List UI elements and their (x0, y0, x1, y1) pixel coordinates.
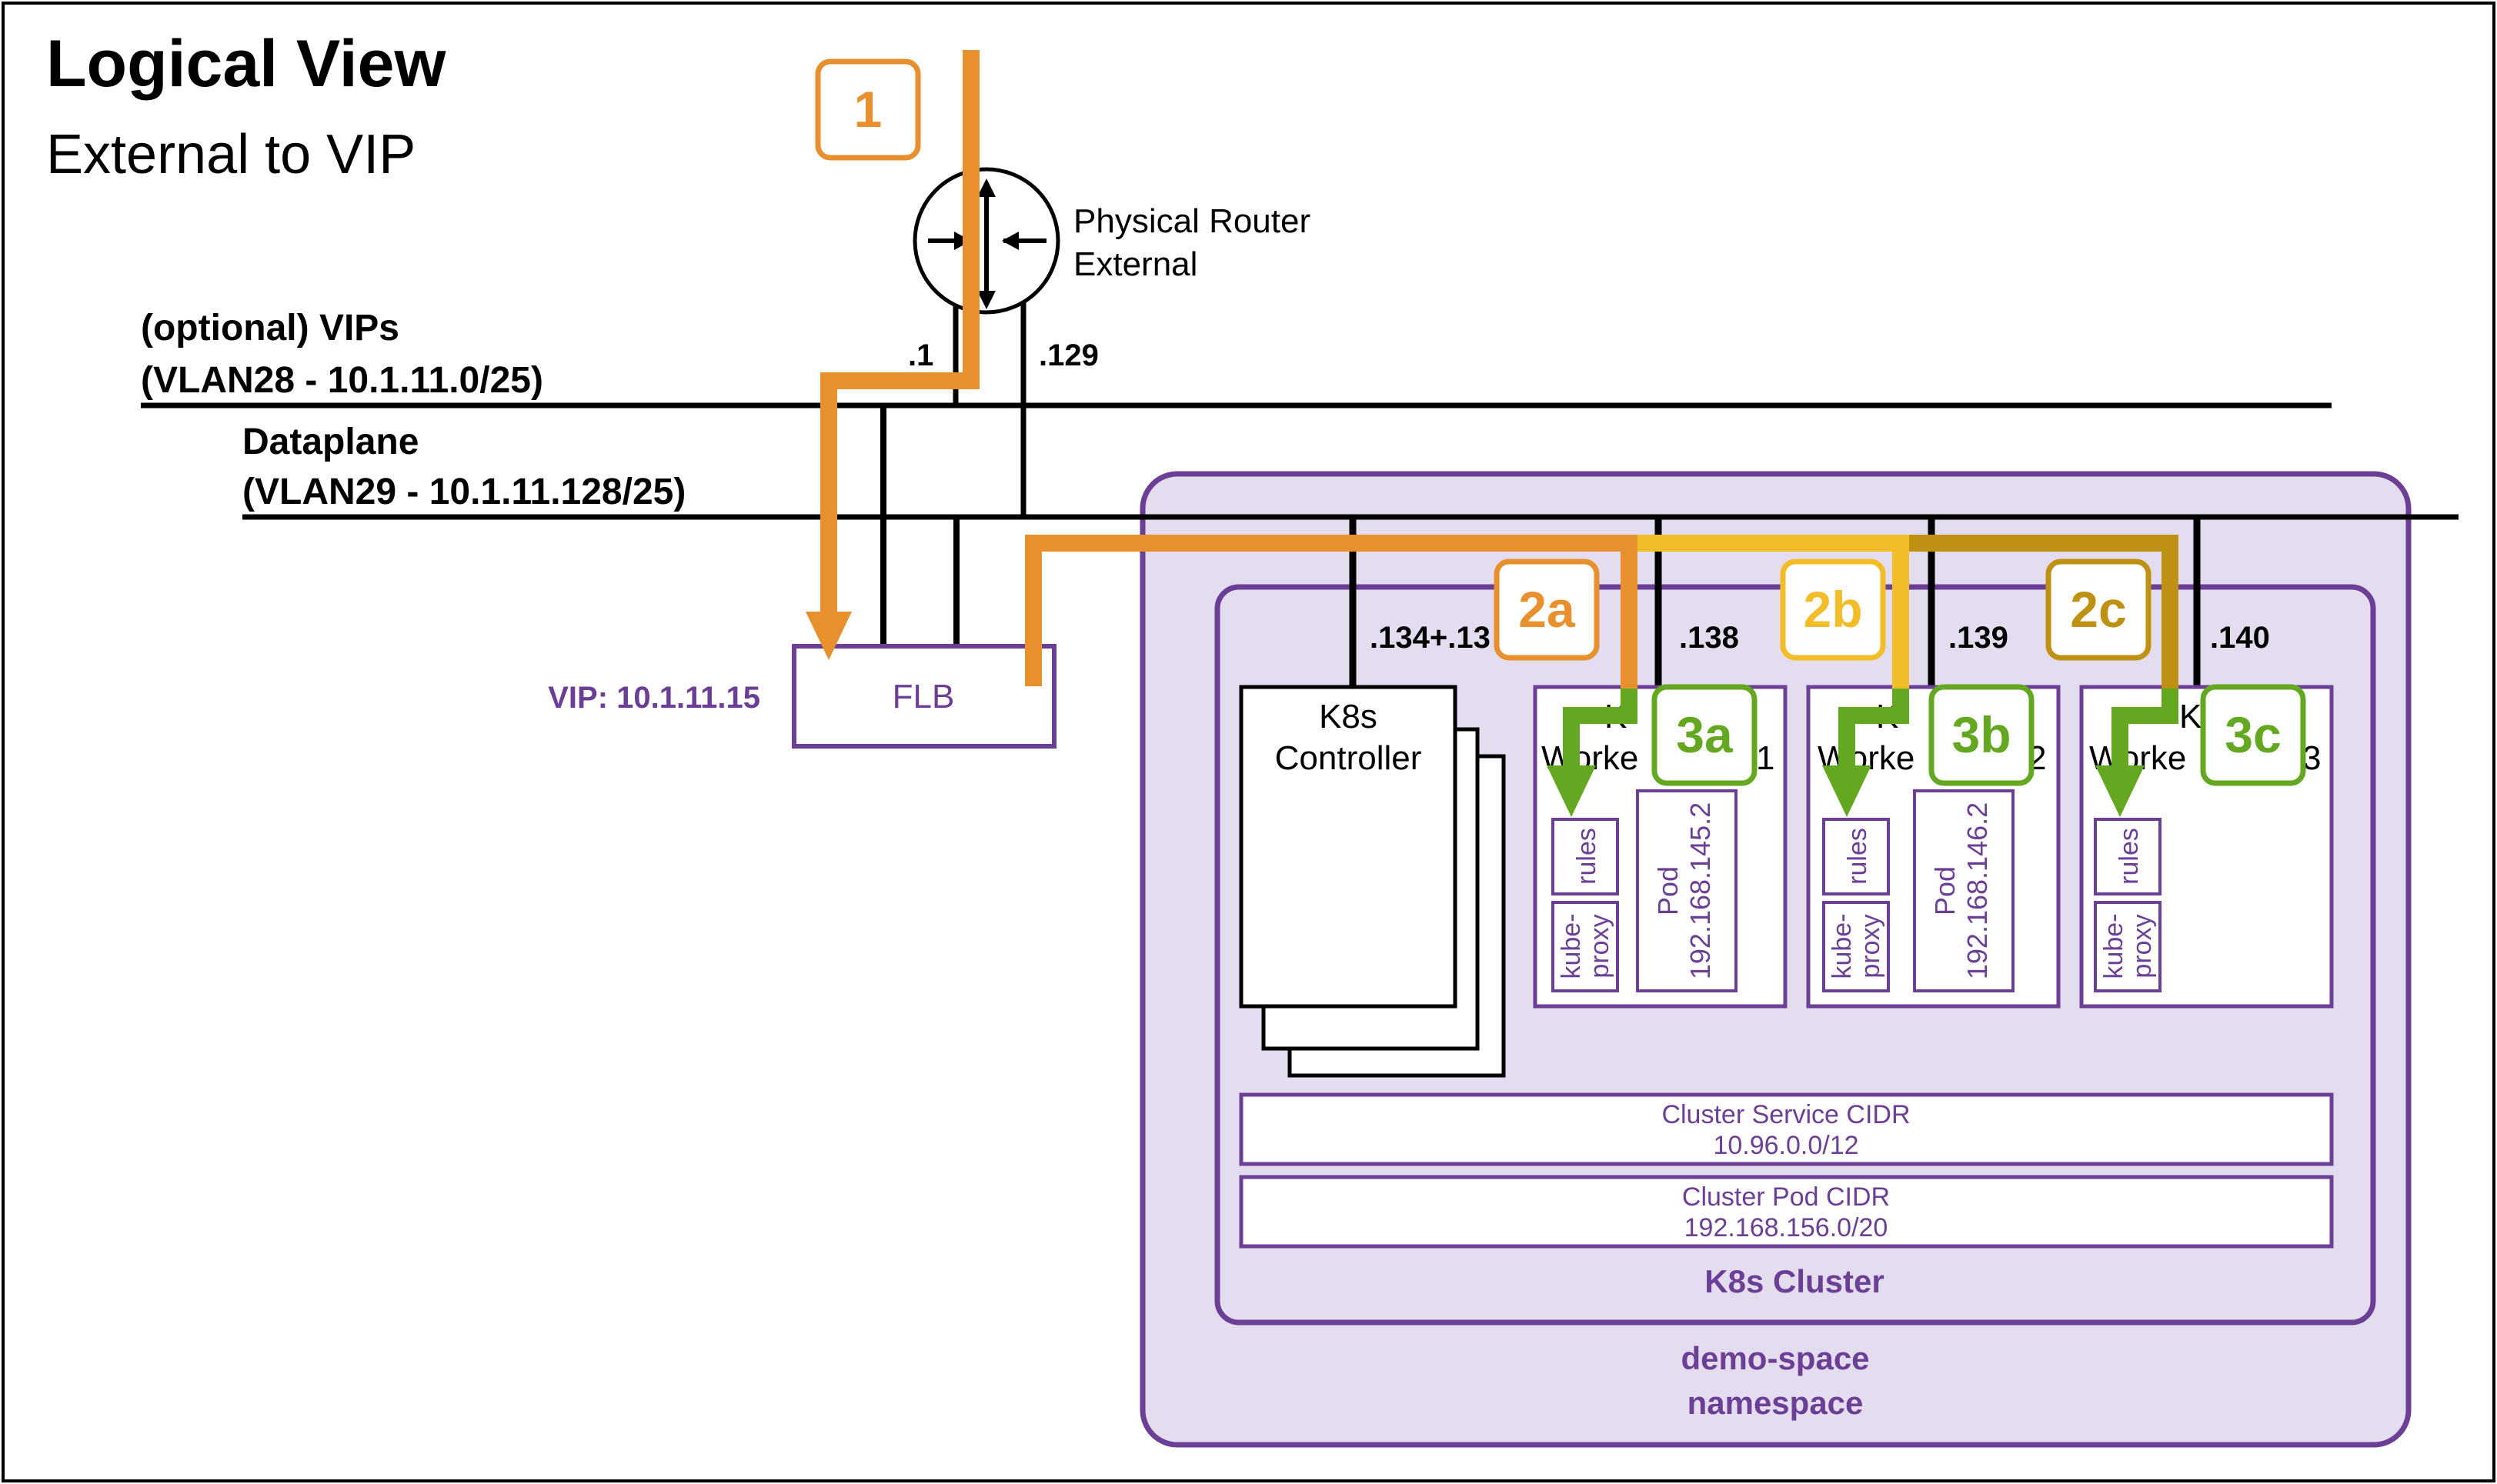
flow-path-3b (1838, 689, 1909, 769)
worker2-ip: .139 (1948, 621, 2008, 655)
cluster-label: K8s Cluster (1704, 1263, 1884, 1299)
dataplane-label-line2: (VLAN29 - 10.1.11.128/25) (242, 472, 686, 512)
svg-text:1: 1 (854, 81, 883, 138)
vips-label-line1: (optional) VIPs (141, 308, 399, 348)
worker1-kubeproxy-line2: proxy (1585, 914, 1614, 978)
flow-arrow-3b (1822, 765, 1871, 817)
flow-path-1 (820, 50, 980, 615)
svg-text:2a: 2a (1518, 581, 1576, 638)
controller-ip: .134+.13 (1370, 621, 1491, 655)
pod-cidr-value: 192.168.156.0/20 (1684, 1213, 1888, 1242)
worker1-pod-line1: Pod (1652, 866, 1684, 915)
worker2-kubeproxy-line2: proxy (1856, 914, 1885, 978)
worker1-rules: rules (1572, 828, 1601, 885)
step-badge-3a: 3a (1651, 684, 1758, 786)
worker2-kubeproxy-line1: kube- (1828, 913, 1857, 979)
worker1-pod-line2: 192.168.145.2 (1684, 802, 1716, 979)
router-label-line2: External (1073, 245, 1197, 283)
flow-path-2a (1025, 535, 1637, 696)
service-cidr-box (1239, 1092, 2334, 1166)
step-badge-2b: 2b (1780, 559, 1886, 661)
step-badge-2c: 2c (2045, 559, 2151, 661)
svg-text:2b: 2b (1803, 581, 1862, 638)
page-subtitle: External to VIP (46, 124, 416, 185)
namespace-label-line1: demo-space (1681, 1340, 1869, 1376)
step-badge-2a: 2a (1494, 559, 1600, 661)
router-icon (913, 167, 1060, 315)
svg-text:3a: 3a (1676, 706, 1734, 763)
controller-label-line2: Controller (1275, 739, 1422, 777)
flow-path-3a (1563, 689, 1637, 769)
flb-label: FLB (893, 678, 955, 715)
controller-label-line1: K8s (1319, 698, 1377, 735)
worker3-kubeproxy-line2: proxy (2128, 914, 2157, 978)
flow-path-3c (2111, 689, 2178, 769)
worker2-rules: rules (1843, 828, 1872, 885)
flow-path-2b (1635, 535, 1909, 696)
dataplane-label-line1: Dataplane (242, 422, 419, 462)
flow-arrow-3a (1547, 765, 1596, 817)
worker1-kubeproxy-line1: kube- (1557, 913, 1586, 979)
step-badge-3b: 3b (1928, 684, 2035, 786)
svg-text:3b: 3b (1951, 706, 2011, 763)
k8s-controller (1239, 685, 1506, 1078)
worker3-ip: .140 (2210, 621, 2270, 655)
worker3-rules: rules (2115, 828, 2144, 885)
pod-cidr-label: Cluster Pod CIDR (1682, 1182, 1890, 1212)
worker1-ip: .138 (1679, 621, 1739, 655)
flow-arrow-3c (2095, 765, 2145, 817)
flb-vip: VIP: 10.1.11.15 (548, 681, 760, 715)
service-cidr-value: 10.96.0.0/12 (1713, 1131, 1858, 1160)
flb-box (792, 644, 1057, 749)
worker2-pod-line1: Pod (1929, 866, 1961, 915)
page-title: Logical View (46, 27, 446, 101)
vips-label-line2: (VLAN28 - 10.1.11.0/25) (141, 360, 543, 401)
service-cidr-label: Cluster Service CIDR (1661, 1100, 1910, 1129)
step-badge-3c: 3c (2200, 684, 2306, 786)
step-badge-1: 1 (815, 58, 921, 161)
worker3-kubeproxy-line1: kube- (2099, 913, 2128, 979)
svg-text:2c: 2c (2070, 581, 2126, 638)
flow-arrow-1 (806, 612, 852, 660)
router-right-ip: .129 (1039, 338, 1099, 372)
pod-cidr-box (1239, 1175, 2334, 1249)
worker2-pod-line2: 192.168.146.2 (1961, 802, 1993, 979)
svg-text:3c: 3c (2225, 706, 2281, 763)
namespace-label-line2: namespace (1687, 1385, 1864, 1421)
router-left-ip: .1 (908, 338, 933, 372)
worker1-label-suffix: 1 (1756, 739, 1774, 777)
worker3-label-k: K (2179, 698, 2202, 735)
router-label-line1: Physical Router (1073, 202, 1310, 240)
